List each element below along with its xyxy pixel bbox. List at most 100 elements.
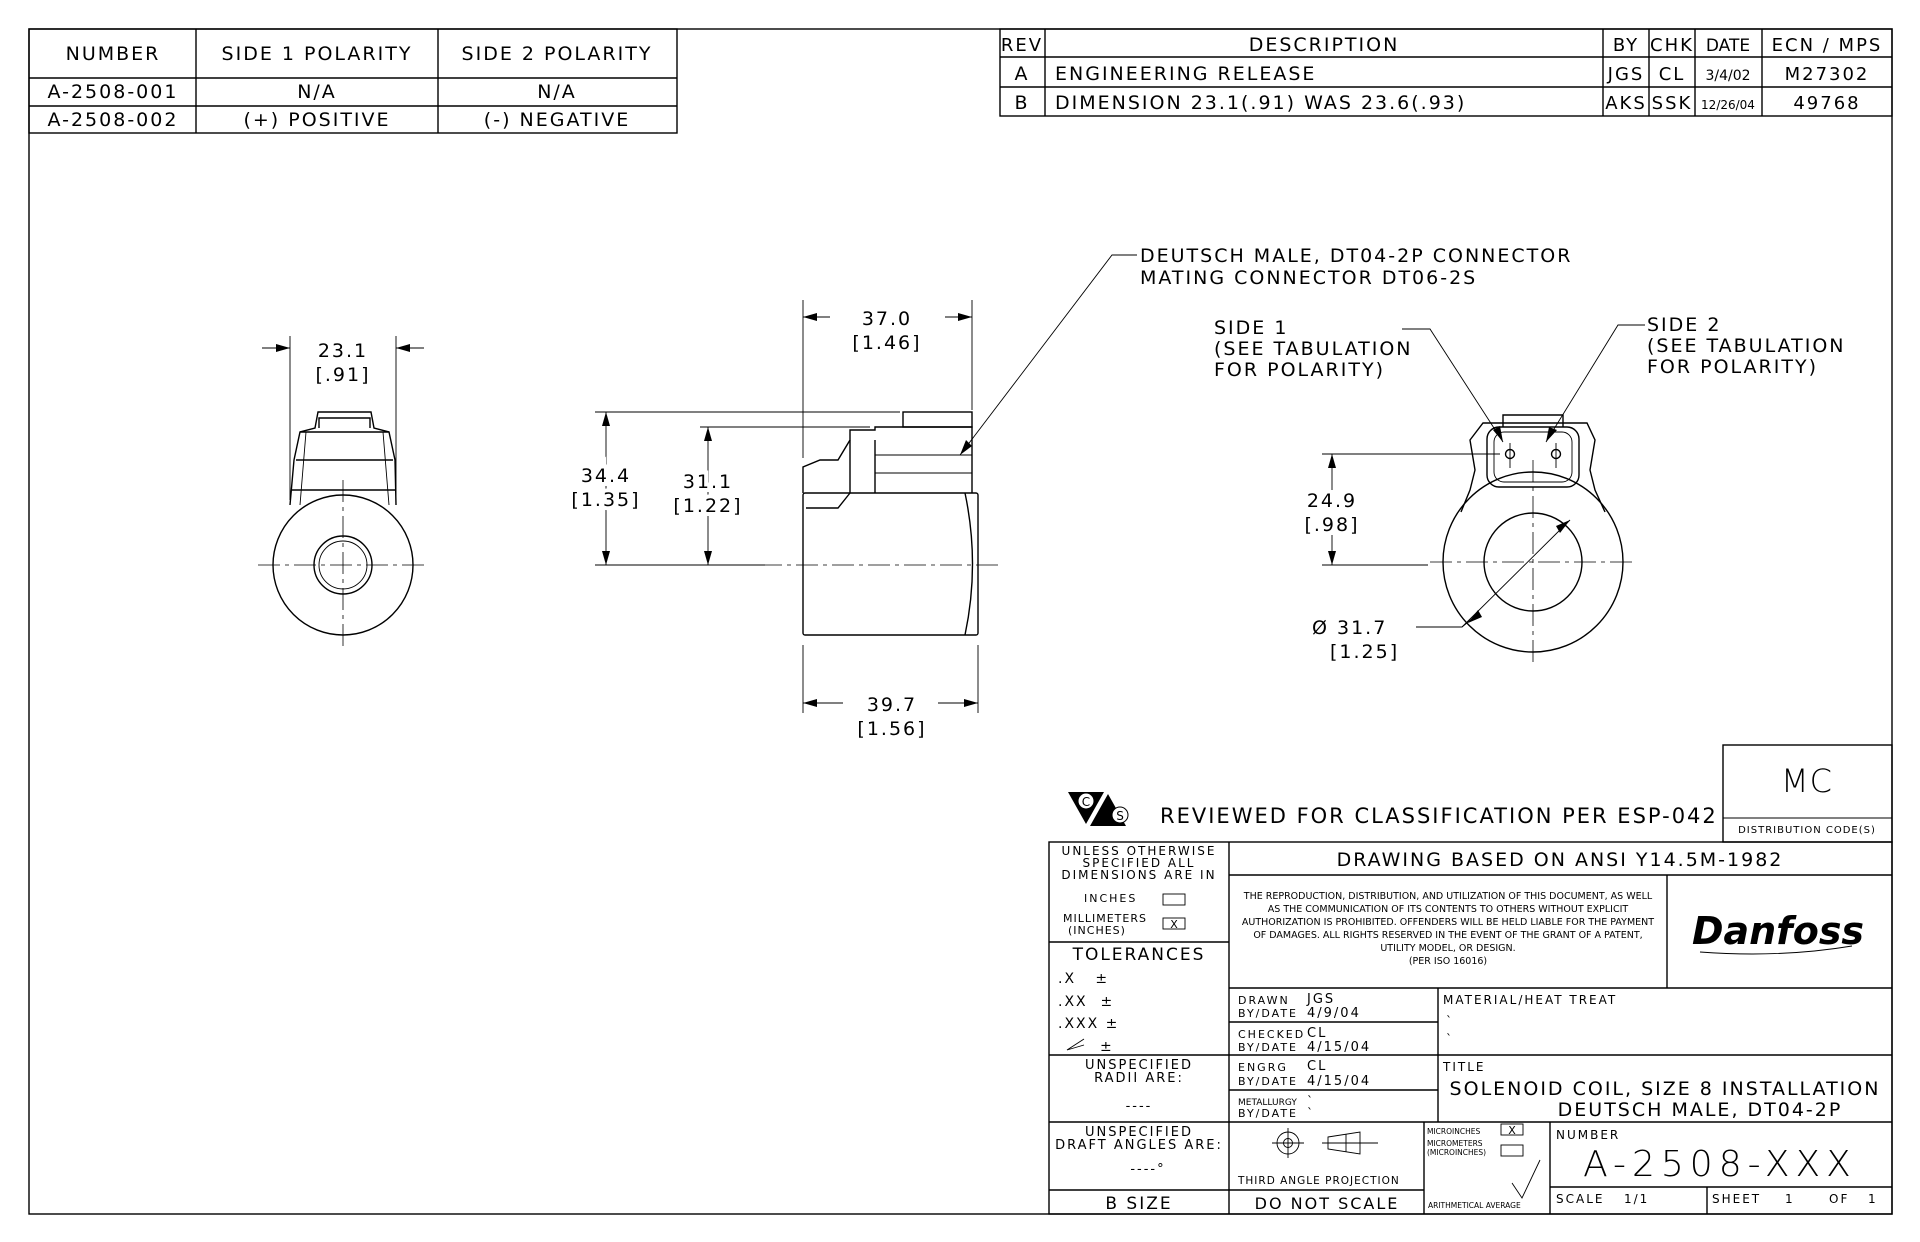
micrometers-checkbox (1500, 1144, 1524, 1157)
of-value: 1 (1868, 1192, 1878, 1206)
draft-line2: DRAFT ANGLES ARE: (1055, 1138, 1223, 1153)
reviewed-text: REVIEWED FOR CLASSIFICATION PER ESP-042 (1160, 804, 1718, 828)
micrometers-label: MICROMETERS (1427, 1139, 1483, 1148)
distribution-label: DISTRIBUTION CODE(S) (1738, 825, 1876, 836)
tol-angle: ± (1100, 1039, 1114, 1055)
tolerances-label: TOLERANCES (1072, 945, 1206, 965)
number-label: NUMBER (1556, 1128, 1620, 1142)
callout-side1-line1: SIDE 1 (1214, 317, 1288, 339)
microinches-checkbox (1500, 1123, 1524, 1136)
rev-b-date: 12/26/04 (1701, 98, 1755, 112)
unit-mm-checkbox (1162, 917, 1186, 930)
scale-label: SCALE (1556, 1192, 1604, 1206)
drawn-date: 4/9/04 (1307, 1006, 1361, 1021)
polarity-row1-number: A-2508-001 (48, 81, 179, 103)
dim-height-overall-inches: [1.35] (571, 489, 640, 511)
checked-bydate-label: BY/DATE (1238, 1041, 1298, 1054)
title-line2: DEUTSCH MALE, DT04-2P (1558, 1099, 1843, 1121)
callout-connector-line1: DEUTSCH MALE, DT04-2P CONNECTOR (1140, 245, 1572, 267)
side-view: 37.0 [1.46] 34.4 [1.35] 31.1 [1.22] 39.7… (567, 245, 1572, 740)
polarity-table: NUMBER SIDE 1 POLARITY SIDE 2 POLARITY A… (28, 28, 678, 134)
title-block: MC DISTRIBUTION CODE(S) C S REVIEWED FOR… (1048, 744, 1893, 1215)
rev-b-chk: SSK (1652, 93, 1693, 114)
rev-header-rev: REV (1001, 35, 1043, 56)
legal-notice: THE REPRODUCTION, DISTRIBUTION, AND UTIL… (1242, 891, 1654, 967)
tol-x: .X ± (1058, 971, 1109, 987)
end-view: 24.9 [.98] Ø 31.7 [1.25] SIDE 1 (SEE TAB… (1214, 314, 1846, 665)
drawing-number: A-2508-XXX (1583, 1144, 1857, 1185)
unless-line2: SPECIFIED ALL (1082, 856, 1195, 870)
unit-millimeters: MILLIMETERS (1063, 912, 1147, 925)
engrg-bydate-label: BY/DATE (1238, 1075, 1298, 1088)
dim-diameter-inches: [1.25] (1330, 641, 1399, 663)
checked-by: CL (1307, 1026, 1327, 1041)
rev-header-by: BY (1613, 35, 1639, 56)
tol-xxx: .XXX ± (1058, 1016, 1119, 1032)
do-not-scale-label: DO NOT SCALE (1255, 1194, 1400, 1213)
arith-label: ARITHMETICAL AVERAGE (1428, 1201, 1521, 1210)
title-label: TITLE (1442, 1060, 1485, 1074)
material-line2: ` (1446, 1032, 1454, 1046)
tol-xx: .XX ± (1058, 994, 1114, 1010)
dim-top-width-inches: [1.46] (852, 332, 921, 354)
notice-line1: THE REPRODUCTION, DISTRIBUTION, AND UTIL… (1243, 891, 1653, 902)
dim-connector-height-inches: [.98] (1304, 514, 1359, 536)
angle-symbol-icon (1066, 1038, 1085, 1051)
polarity-row1-side2: N/A (537, 81, 577, 103)
polarity-row1-side1: N/A (297, 81, 337, 103)
front-view: 23.1 [.91] (258, 336, 428, 650)
callout-side2-line2: (SEE TABULATION (1647, 335, 1846, 357)
sheet-label: SHEET (1712, 1192, 1761, 1206)
checked-label: CHECKED (1238, 1028, 1305, 1041)
metallurgy-value: ` (1307, 1094, 1315, 1108)
metallurgy-date: ` (1307, 1106, 1315, 1120)
drawn-label: DRAWN (1238, 994, 1290, 1007)
radii-value: ---- (1126, 1099, 1153, 1114)
scale-value: 1/1 (1624, 1192, 1649, 1206)
sheet-border (28, 28, 1893, 1215)
material-label: MATERIAL/HEAT TREAT (1443, 993, 1617, 1007)
engrg-label: ENGRG (1238, 1061, 1288, 1074)
callout-side1-line3: FOR POLARITY) (1214, 359, 1385, 381)
draft-line1: UNSPECIFIED (1085, 1125, 1193, 1140)
rev-a-date: 3/4/02 (1705, 68, 1750, 84)
rev-b-rev: B (1014, 92, 1029, 114)
notice-line2: AS THE COMMUNICATION OF ITS CONTENTS TO … (1268, 904, 1629, 915)
notice-line3: AUTHORIZATION IS PROHIBITED. OFFENDERS W… (1242, 917, 1654, 928)
rev-header-date: DATE (1706, 36, 1750, 56)
dim-height-body-inches: [1.22] (673, 495, 742, 517)
draft-value: ----° (1130, 1162, 1165, 1177)
cs-mark-c: C (1082, 795, 1090, 809)
callout-side2-line1: SIDE 2 (1647, 314, 1721, 336)
rev-header-ecn: ECN / MPS (1772, 35, 1883, 56)
material-line1: ` (1446, 1014, 1454, 1028)
rev-a-ecn: M27302 (1785, 64, 1870, 85)
notice-line6: (PER ISO 16016) (1409, 956, 1487, 967)
of-label: OF (1829, 1192, 1849, 1206)
dim-height-body: 31.1 (683, 471, 733, 493)
notice-line4: OF DAMAGES. ALL RIGHTS RESERVED IN THE E… (1253, 930, 1642, 941)
polarity-row2-side1: (+) POSITIVE (243, 109, 390, 131)
dim-top-width: 37.0 (862, 308, 912, 330)
dim-connector-height: 24.9 (1307, 490, 1357, 512)
distribution-code: MC (1781, 762, 1833, 800)
engrg-date: 4/15/04 (1307, 1074, 1371, 1089)
rev-b-description: DIMENSION 23.1(.91) WAS 23.6(.93) (1055, 92, 1466, 114)
dim-bottom-width: 39.7 (867, 694, 917, 716)
unless-line1: UNLESS OTHERWISE (1062, 844, 1217, 858)
metallurgy-label: METALLURGY (1238, 1098, 1297, 1108)
title-line1: SOLENOID COIL, SIZE 8 INSTALLATION (1450, 1078, 1881, 1100)
dim-width-front-inches: [.91] (315, 364, 370, 386)
radii-line1: UNSPECIFIED (1085, 1058, 1193, 1073)
metallurgy-bydate-label: BY/DATE (1238, 1107, 1298, 1120)
rev-a-rev: A (1015, 63, 1030, 85)
polarity-header-number: NUMBER (66, 43, 161, 65)
callout-side2-line3: FOR POLARITY) (1647, 356, 1818, 378)
drawn-by: JGS (1306, 992, 1335, 1007)
rev-a-chk: CL (1659, 64, 1686, 85)
cs-mark-s: S (1116, 809, 1124, 823)
drawn-bydate-label: BY/DATE (1238, 1007, 1298, 1020)
dim-bottom-width-inches: [1.56] (857, 718, 926, 740)
callout-connector-line2: MATING CONNECTOR DT06-2S (1140, 267, 1477, 289)
